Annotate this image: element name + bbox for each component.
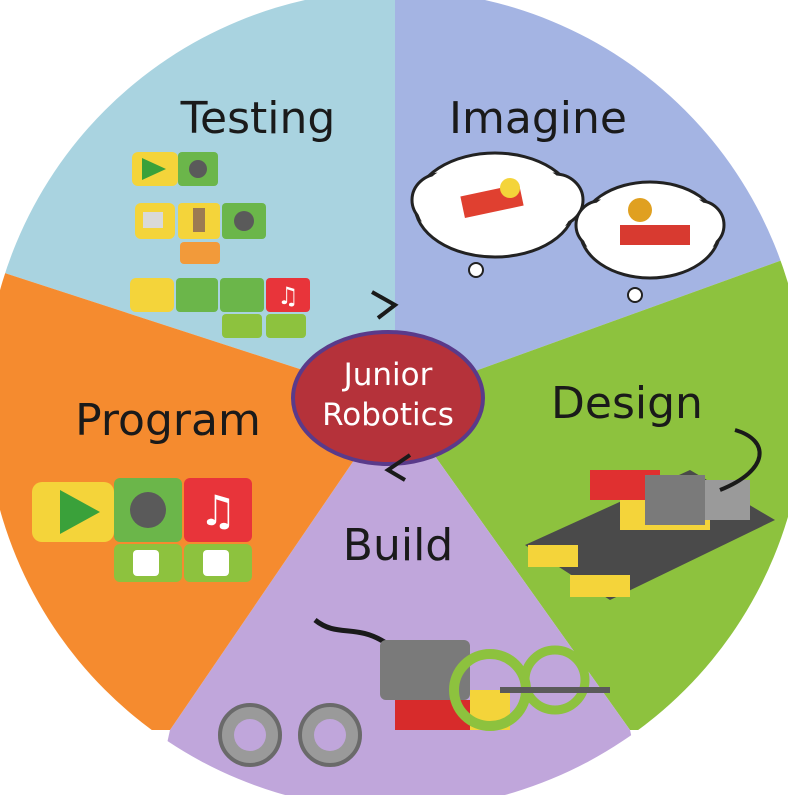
- segment-label-imagine: Imagine: [449, 93, 627, 144]
- segment-label-build: Build: [343, 520, 453, 571]
- cycle-arrow-top: [371, 290, 399, 320]
- music-block-icon: ♫: [130, 278, 310, 338]
- motor-block-icon: [130, 492, 166, 528]
- segment-build: [150, 400, 650, 800]
- build-model-icon: [218, 617, 610, 767]
- segment-label-design: Design: [551, 378, 703, 429]
- segment-label-testing: Testing: [180, 93, 336, 144]
- center-ellipse: [291, 330, 485, 466]
- svg-text:♫: ♫: [277, 282, 299, 310]
- robot-monkey-icon: [574, 180, 726, 303]
- center-label-line1: Junior: [342, 357, 433, 393]
- cycle-arrow-bottom: [384, 453, 412, 482]
- music-block-icon: ♫: [199, 486, 237, 535]
- motor-block-icon: [135, 203, 266, 264]
- segment-label-program: Program: [75, 395, 261, 446]
- brick-model-icon: [525, 428, 775, 600]
- gear-icon: [218, 703, 282, 767]
- program-blocks: ♫: [32, 478, 252, 582]
- center-label-line2: Robotics: [322, 397, 454, 433]
- robot-crocodile-icon: [410, 151, 585, 278]
- play-block-icon: [60, 490, 100, 534]
- gear-icon: [298, 703, 362, 767]
- play-block-icon: [132, 152, 218, 186]
- imagine-thought-clouds: [410, 151, 726, 303]
- testing-blocks: ♫: [130, 152, 310, 338]
